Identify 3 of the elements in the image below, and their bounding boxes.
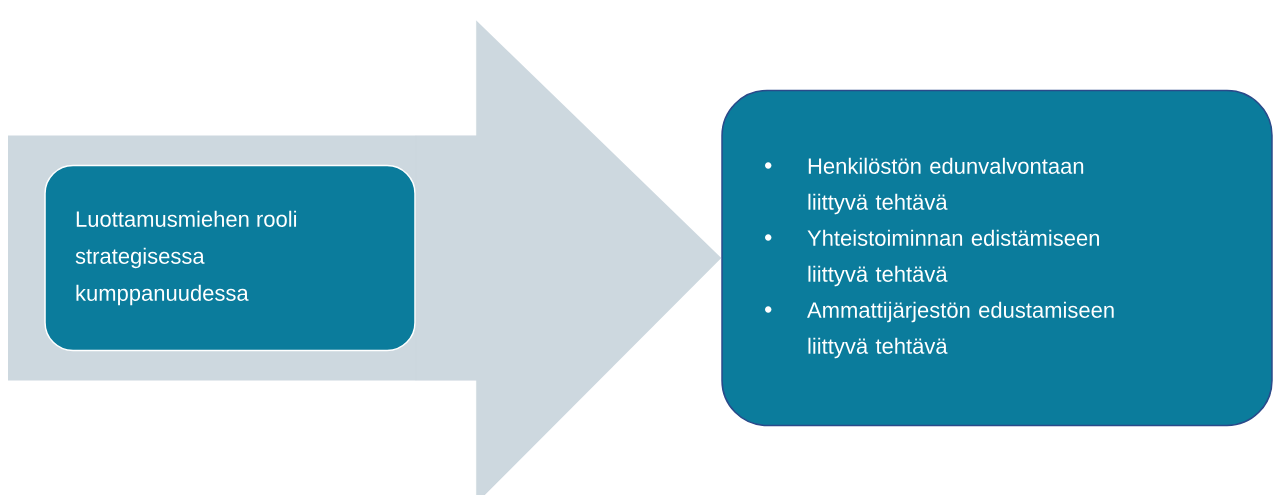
text-box: Luottamusmiehen rooli strategisessa kumppanuudessa (44, 164, 416, 352)
block-arrow (415, 20, 722, 495)
bullet-list-box: Henkilöstön edunvalvontaan liittyvä tehtävä Yhteistoiminnan edistämiseen liittyvä tehtävä Ammattijärjestön edustamiseen liittyvä tehtävä (721, 89, 1273, 427)
